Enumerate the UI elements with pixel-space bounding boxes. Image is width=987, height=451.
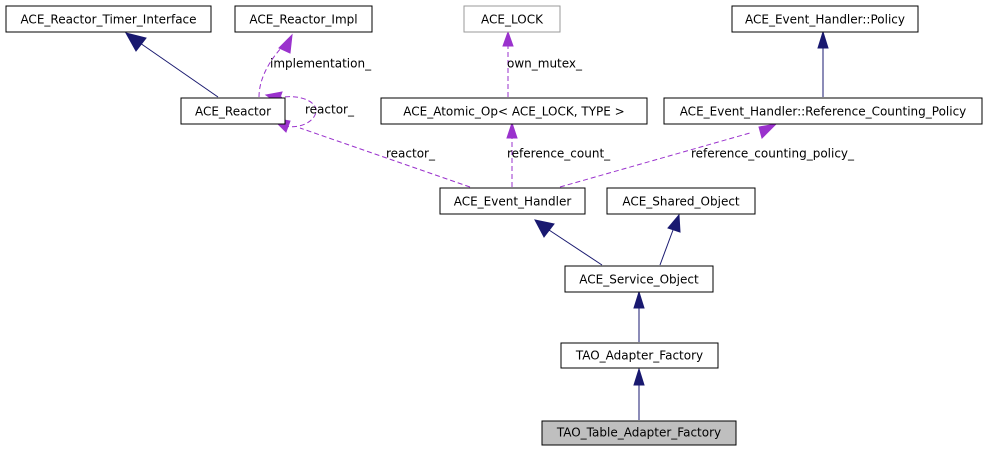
node-label: ACE_Event_Handler::Reference_Counting_Po… bbox=[680, 105, 967, 119]
association-arrowhead bbox=[502, 30, 514, 47]
edge-line bbox=[559, 132, 751, 188]
edge-ace-reactor-to-timer-interface bbox=[125, 32, 219, 98]
edge-line bbox=[548, 229, 603, 266]
edge-event-handler-to-reactor bbox=[270, 117, 471, 188]
inheritance-arrowhead bbox=[667, 213, 681, 233]
edge-line bbox=[299, 127, 471, 188]
node-box[interactable] bbox=[180, 97, 286, 125]
edge-label-reactor: reactor_ bbox=[386, 147, 436, 161]
node-label: ACE_Shared_Object bbox=[622, 195, 740, 209]
edge-label-reference-counting-policy: reference_counting_policy_ bbox=[691, 147, 855, 161]
node-ace-lock[interactable]: ACE_LOCK bbox=[463, 5, 561, 33]
node-box[interactable] bbox=[380, 97, 648, 125]
edge-refcount-policy-to-policy bbox=[817, 30, 829, 97]
node-box[interactable] bbox=[5, 5, 212, 33]
inheritance-arrowhead bbox=[817, 30, 829, 49]
node-tao-table-adapter-factory[interactable]: TAO_Table_Adapter_Factory bbox=[541, 420, 737, 446]
association-arrowhead bbox=[506, 121, 518, 139]
edge-adapter-factory-to-service-object bbox=[633, 290, 645, 342]
edge-service-object-to-shared-object bbox=[659, 213, 681, 266]
node-box[interactable] bbox=[560, 342, 719, 369]
inheritance-arrowhead bbox=[633, 290, 645, 309]
node-tao-adapter-factory[interactable]: TAO_Adapter_Factory bbox=[560, 342, 719, 369]
node-label: TAO_Adapter_Factory bbox=[575, 349, 703, 363]
edge-event-handler-to-atomic-op bbox=[506, 121, 518, 187]
node-ace-event-handler[interactable]: ACE_Event_Handler bbox=[439, 187, 586, 215]
node-box[interactable] bbox=[663, 97, 983, 125]
node-label: ACE_Event_Handler::Policy bbox=[745, 13, 905, 27]
edge-label-implementation: implementation_ bbox=[270, 57, 372, 71]
node-label: ACE_Event_Handler bbox=[454, 195, 572, 209]
node-box[interactable] bbox=[463, 5, 561, 33]
edge-service-object-to-event-handler bbox=[534, 219, 603, 266]
node-label: ACE_Atomic_Op< ACE_LOCK, TYPE > bbox=[403, 105, 624, 119]
edge-reactor-to-reactor-impl bbox=[258, 33, 293, 98]
node-box[interactable] bbox=[439, 187, 586, 215]
node-ace-reactor[interactable]: ACE_Reactor bbox=[180, 97, 286, 125]
edge-line bbox=[139, 42, 219, 98]
edge-event-handler-to-refcount-policy bbox=[559, 123, 778, 188]
edge-atomic-op-to-lock bbox=[502, 30, 514, 97]
edge-table-adapter-factory-to-adapter-factory bbox=[633, 367, 645, 420]
edge-label-reactor-self: reactor_ bbox=[305, 103, 355, 117]
node-box[interactable] bbox=[234, 5, 373, 33]
inheritance-arrowhead bbox=[125, 32, 147, 52]
edge-label-own-mutex: own_mutex_ bbox=[507, 57, 583, 71]
node-label: ACE_Reactor_Timer_Interface bbox=[20, 13, 196, 27]
node-box[interactable] bbox=[606, 187, 756, 215]
node-box[interactable] bbox=[541, 420, 737, 446]
association-arrowhead bbox=[278, 33, 293, 54]
edge-labels: implementation_ own_mutex_ reactor_ reac… bbox=[270, 57, 855, 161]
node-label: ACE_LOCK bbox=[481, 13, 544, 27]
node-label: ACE_Reactor_Impl bbox=[249, 13, 357, 27]
class-nodes: ACE_Reactor_Timer_Interface ACE_Reactor_… bbox=[5, 5, 983, 446]
node-label: ACE_Service_Object bbox=[579, 273, 699, 287]
node-label: TAO_Table_Adapter_Factory bbox=[556, 426, 721, 440]
node-box[interactable] bbox=[731, 5, 919, 33]
inheritance-edges bbox=[125, 30, 829, 420]
node-ace-reactor-timer-interface[interactable]: ACE_Reactor_Timer_Interface bbox=[5, 5, 212, 33]
node-ace-reactor-impl[interactable]: ACE_Reactor_Impl bbox=[234, 5, 373, 33]
edge-line bbox=[258, 45, 284, 98]
node-box[interactable] bbox=[564, 265, 714, 293]
edge-label-reference-count: reference_count_ bbox=[507, 147, 611, 161]
node-label: ACE_Reactor bbox=[195, 105, 271, 119]
association-arrowhead bbox=[758, 123, 778, 139]
node-ace-atomic-op[interactable]: ACE_Atomic_Op< ACE_LOCK, TYPE > bbox=[380, 97, 648, 125]
node-ace-event-handler-policy[interactable]: ACE_Event_Handler::Policy bbox=[731, 5, 919, 33]
inheritance-arrowhead bbox=[534, 219, 555, 238]
edge-line bbox=[276, 96, 317, 128]
inheritance-arrowhead bbox=[633, 367, 645, 386]
node-ace-shared-object[interactable]: ACE_Shared_Object bbox=[606, 187, 756, 215]
node-ace-event-handler-reference-counting-policy[interactable]: ACE_Event_Handler::Reference_Counting_Po… bbox=[663, 97, 983, 125]
node-ace-service-object[interactable]: ACE_Service_Object bbox=[564, 265, 714, 293]
edge-line bbox=[659, 229, 674, 266]
